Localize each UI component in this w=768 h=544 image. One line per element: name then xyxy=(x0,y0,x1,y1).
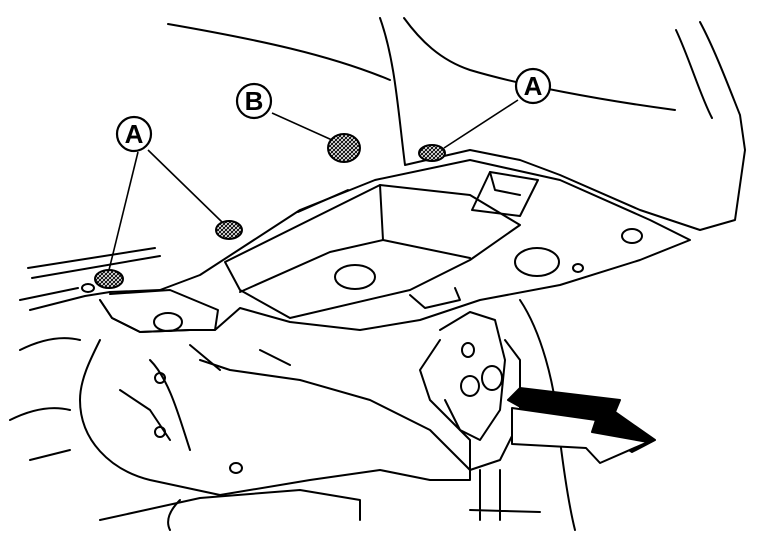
callout-b-label: B xyxy=(245,86,264,116)
leader-b xyxy=(271,112,333,141)
callout-a-right-label: A xyxy=(524,71,543,101)
body-panel-outline xyxy=(167,17,746,231)
undercover-recess xyxy=(224,184,521,319)
mount-bracket xyxy=(439,311,506,441)
clip-b xyxy=(327,133,361,163)
callout-a-left-circle xyxy=(115,115,153,153)
heat-shield xyxy=(79,339,471,496)
leader-a-left-1 xyxy=(108,151,139,271)
clip-a-right xyxy=(418,144,446,162)
body-panel-edge xyxy=(403,17,676,111)
callout-a-left-label: A xyxy=(125,119,144,149)
leader-a-left-2 xyxy=(147,149,223,223)
callout-a-right-circle xyxy=(514,67,552,105)
front-arrow-icon xyxy=(507,387,656,464)
clip-a-lower-left xyxy=(94,269,124,289)
clip-a-middle-left xyxy=(215,220,243,240)
leader-a-right xyxy=(443,99,519,149)
bracket-left xyxy=(99,289,219,333)
callout-b-circle xyxy=(235,82,273,120)
